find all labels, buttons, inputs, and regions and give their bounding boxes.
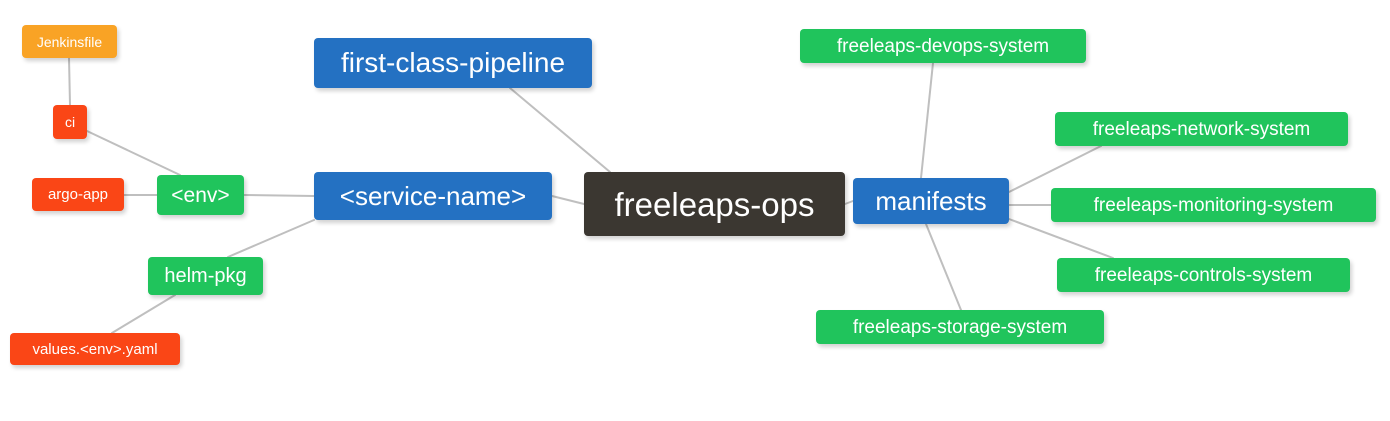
- mindmap-edge-freeleaps-ops-to-first-class-pipeline: [509, 87, 611, 173]
- mindmap-edge-service-name-to-helm-pkg: [227, 219, 315, 258]
- mindmap-node-label-first-class-pipeline: first-class-pipeline: [340, 47, 566, 78]
- mindmap-edge-helm-pkg-to-values-yaml: [111, 294, 176, 334]
- mindmap-edge-manifests-to-freeleaps-storage-system: [925, 223, 962, 311]
- mindmap-node-values-yaml[interactable]: values.<env>.yaml: [10, 333, 180, 365]
- mindmap-node-label-freeleaps-devops-system: freeleaps-devops-system: [836, 35, 1050, 57]
- mindmap-edge-freeleaps-ops-to-service-name: [551, 195, 585, 205]
- mindmap-node-label-freeleaps-controls-system: freeleaps-controls-system: [1094, 264, 1313, 286]
- mindmap-node-service-name[interactable]: <service-name>: [314, 172, 552, 220]
- mindmap-node-label-freeleaps-monitoring-system: freeleaps-monitoring-system: [1093, 194, 1334, 216]
- mindmap-node-freeleaps-controls-system[interactable]: freeleaps-controls-system: [1057, 258, 1350, 292]
- mindmap-node-label-ci: ci: [64, 114, 76, 130]
- mindmap-node-argo-app[interactable]: argo-app: [32, 178, 124, 211]
- mindmap-edge-manifests-to-freeleaps-devops-system: [920, 62, 934, 179]
- mindmap-node-label-argo-app: argo-app: [47, 186, 109, 203]
- mindmap-edge-manifests-to-freeleaps-controls-system: [1008, 218, 1114, 259]
- mindmap-edge-manifests-to-freeleaps-network-system: [1008, 145, 1102, 193]
- mindmap-node-label-freeleaps-network-system: freeleaps-network-system: [1092, 118, 1311, 140]
- mindmap-node-jenkinsfile[interactable]: Jenkinsfile: [22, 25, 117, 58]
- mindmap-node-label-service-name: <service-name>: [339, 181, 527, 211]
- mindmap-node-first-class-pipeline[interactable]: first-class-pipeline: [314, 38, 592, 88]
- mindmap-node-manifests[interactable]: manifests: [853, 178, 1009, 224]
- mindmap-node-label-env: <env>: [171, 183, 230, 207]
- mindmap-node-freeleaps-ops[interactable]: freeleaps-ops: [584, 172, 845, 236]
- mindmap-node-label-jenkinsfile: Jenkinsfile: [36, 33, 103, 50]
- mindmap-node-freeleaps-monitoring-system[interactable]: freeleaps-monitoring-system: [1051, 188, 1376, 222]
- mindmap-node-label-freeleaps-storage-system: freeleaps-storage-system: [852, 316, 1068, 338]
- mindmap-edge-service-name-to-env: [243, 194, 315, 197]
- mindmap-node-freeleaps-storage-system[interactable]: freeleaps-storage-system: [816, 310, 1104, 344]
- mindmap-node-label-values-yaml: values.<env>.yaml: [32, 340, 158, 358]
- mindmap-node-freeleaps-network-system[interactable]: freeleaps-network-system: [1055, 112, 1348, 146]
- mindmap-edge-env-to-ci: [86, 130, 181, 176]
- mindmap-node-helm-pkg[interactable]: helm-pkg: [148, 257, 263, 295]
- mindmap-node-ci[interactable]: ci: [53, 105, 87, 139]
- mindmap-edge-ci-to-jenkinsfile: [68, 57, 71, 106]
- mindmap-node-label-freeleaps-ops: freeleaps-ops: [614, 185, 815, 223]
- mindmap-node-label-helm-pkg: helm-pkg: [164, 265, 247, 287]
- mindmap-node-freeleaps-devops-system[interactable]: freeleaps-devops-system: [800, 29, 1086, 63]
- mindmap-node-env[interactable]: <env>: [157, 175, 244, 215]
- mindmap-edge-freeleaps-ops-to-manifests: [844, 200, 854, 205]
- mindmap-node-label-manifests: manifests: [875, 186, 987, 216]
